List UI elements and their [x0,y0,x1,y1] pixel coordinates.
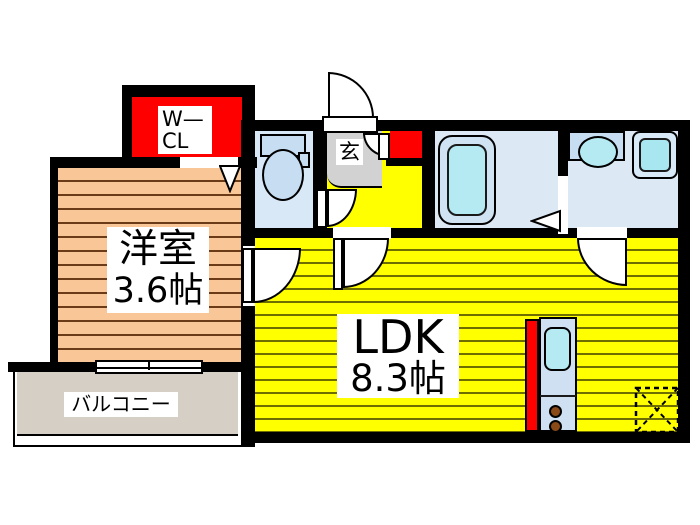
shoe-storage [390,131,422,160]
wcl-opening-mark [219,165,241,193]
label-ldk: LDK 8.3帖 [337,314,459,398]
wcl-label-line1: W— [162,107,204,131]
kitchen-counter-divider [540,395,576,397]
wall-wcl-left [122,85,132,157]
kitchen-sink [544,327,571,371]
wall-right-outer [678,120,690,443]
balcony-window [95,360,203,374]
ldk-size: 8.3帖 [350,357,446,400]
wcl-label-line2: CL [162,129,189,154]
wall-wcl-right [242,85,255,130]
washer-pan-inner [639,138,671,172]
bathtub-inner [447,144,487,216]
western-door [242,248,253,303]
wall-bottom-main [241,432,690,443]
label-walkin-closet: W— CL [158,106,212,154]
entrance-door [322,116,378,133]
entrance-door-swing [328,72,374,118]
toilet-bowl [262,149,304,201]
label-genkan: 玄 [336,139,363,165]
label-western-room: 洋室 3.6帖 [107,227,209,313]
opening-wcl [180,157,238,168]
western-room-size: 3.6帖 [112,271,204,311]
western-room-name: 洋室 [118,227,197,272]
wall-top-main [241,120,690,131]
opening-bath-sliding [558,176,568,234]
wall-under-storage [386,158,424,166]
label-balcony: バルコニー [64,392,178,417]
wall-bath-left [422,131,435,238]
kitchen-backsplash [525,319,539,432]
wall-western-top [50,157,257,168]
vanity-sink [578,136,618,168]
wall-western-left [50,157,58,372]
refrigerator-space [634,386,680,434]
stove-burner-2 [549,420,562,433]
opening-washroom [577,227,627,239]
window-center-tick [148,362,150,370]
stove-burner-1 [549,405,562,418]
wall-mid-horizontal [241,228,690,238]
ldk-name: LDK [352,310,444,364]
wall-wcl-top [122,85,248,97]
hall-ldk-door [333,238,343,290]
toilet-door [316,189,327,228]
storage-door [378,133,390,160]
opening-hall-ldk [333,227,391,239]
sliding-door-mark [530,209,561,233]
